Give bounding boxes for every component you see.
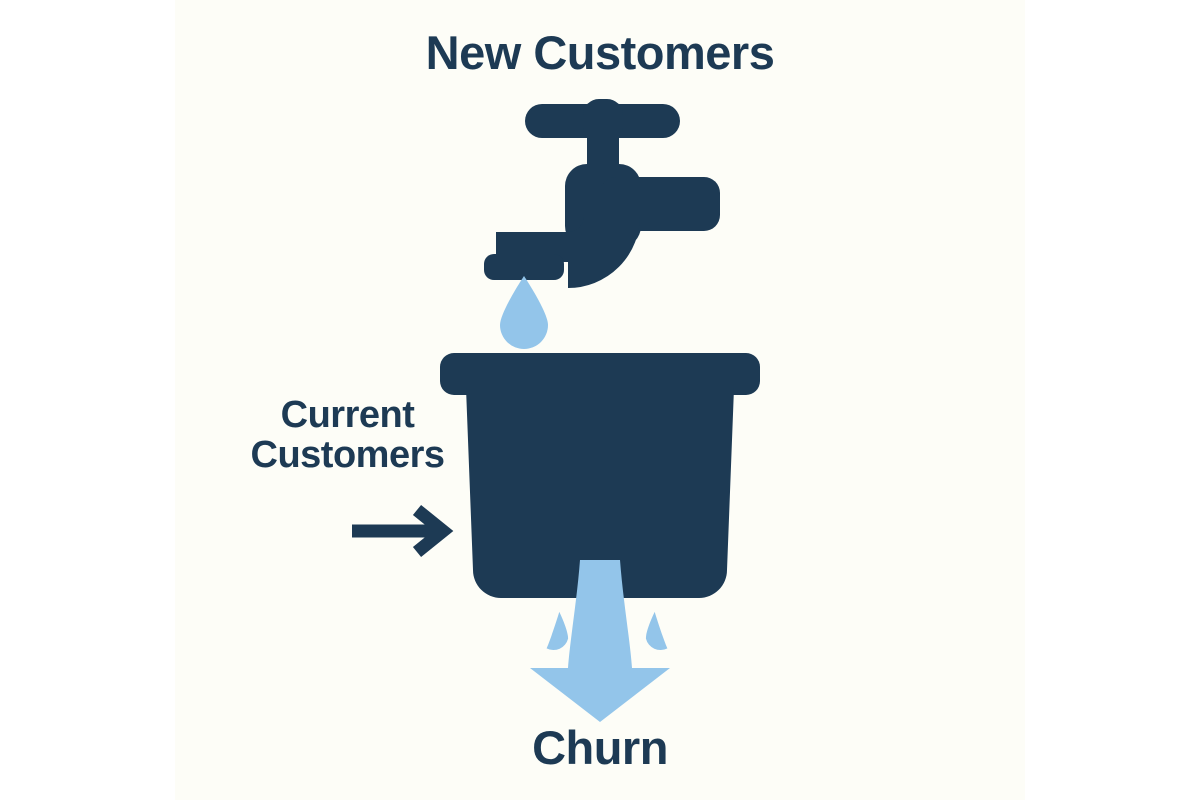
faucet-spout-arm: [540, 186, 640, 288]
churn-arrow-shape: [530, 560, 670, 722]
page-title: New Customers: [425, 26, 775, 79]
bucket-rim: [440, 353, 760, 395]
label-current-customers-line1: Current: [280, 394, 415, 436]
arrow-right-head: [412, 504, 454, 558]
bucket-icon: [440, 353, 760, 598]
faucet-icon: [484, 99, 720, 288]
arrow-down-icon: [530, 560, 670, 722]
bucket-body: [466, 388, 734, 598]
label-current-customers-line2: Customers: [250, 434, 446, 477]
water-drop-icon-right-splash: [645, 611, 668, 650]
arrow-right-icon: [352, 504, 454, 558]
faucet-nozzle: [484, 254, 564, 280]
label-churn: Churn: [532, 721, 668, 774]
water-drop-icon: [500, 276, 548, 349]
water-drop-icon-left-splash: [546, 611, 569, 650]
